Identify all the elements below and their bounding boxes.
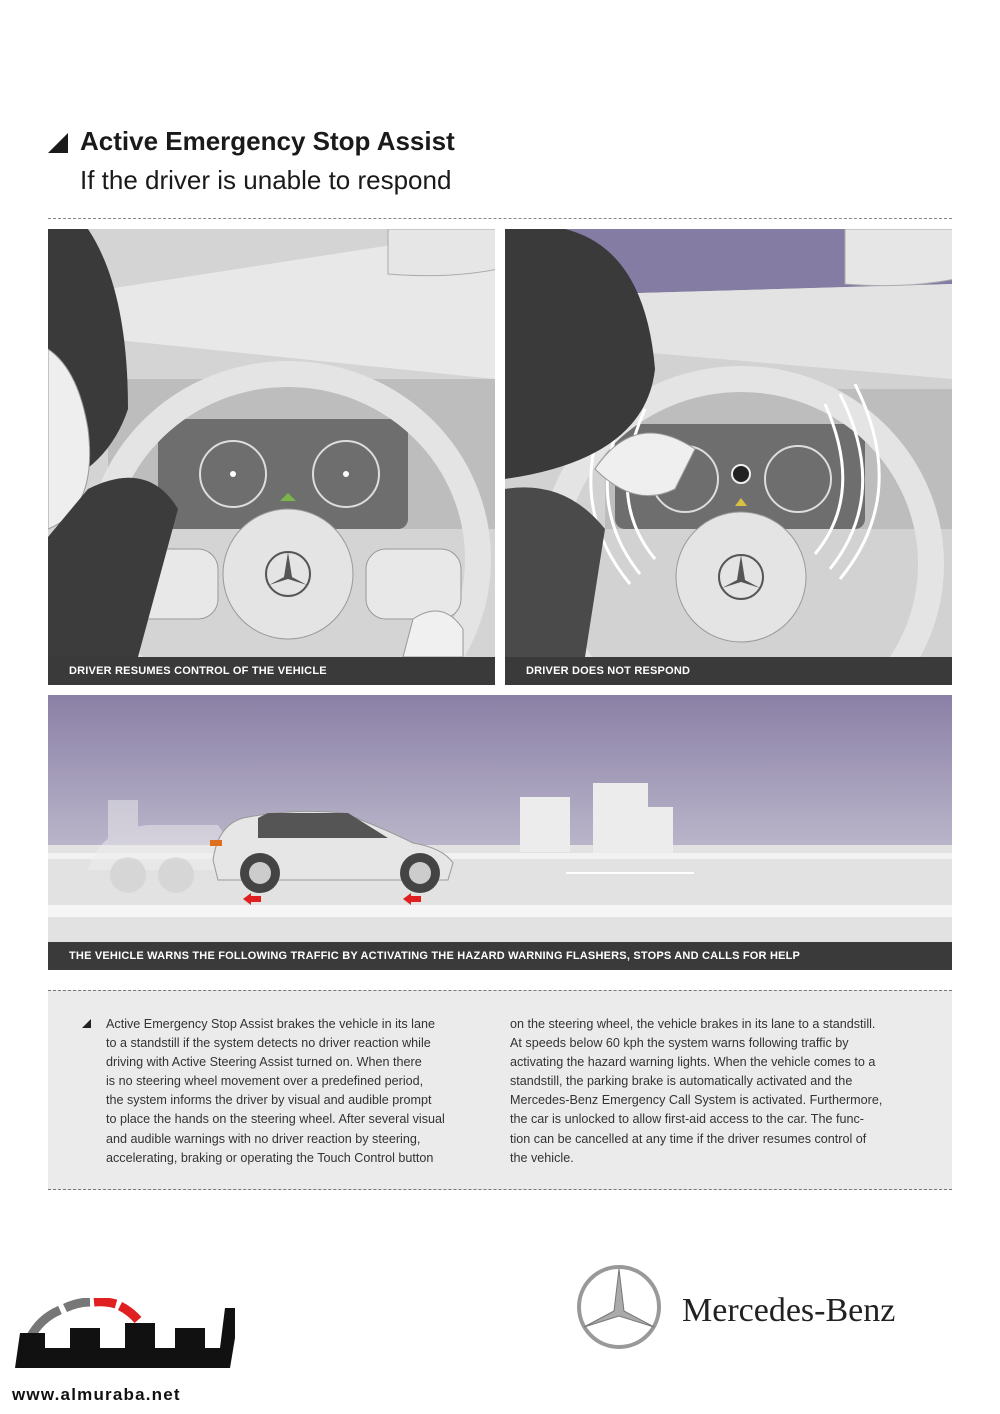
almuraba-logo — [10, 1297, 240, 1380]
illustration-driver-resumes — [48, 229, 495, 657]
description-box: Active Emergency Stop Assist brakes the … — [48, 990, 952, 1190]
page-subtitle: If the driver is unable to respond — [80, 165, 452, 195]
title-triangle-icon — [48, 133, 68, 153]
description-column-1: Active Emergency Stop Assist brakes the … — [106, 1017, 445, 1165]
almuraba-url: www.almuraba.net — [12, 1385, 181, 1404]
mercedes-benz-wordmark: Mercedes-Benz — [682, 1292, 896, 1329]
caption-vehicle-warns: THE VEHICLE WARNS THE FOLLOWING TRAFFIC … — [48, 942, 952, 970]
illustration-driver-not-responding — [505, 229, 952, 657]
caption-driver-not-responding: DRIVER DOES NOT RESPOND — [505, 657, 952, 685]
divider — [48, 218, 952, 219]
bullet-triangle-icon — [82, 1019, 91, 1028]
page-title: Active Emergency Stop Assist — [80, 126, 455, 156]
mercedes-star-icon — [576, 1264, 662, 1350]
description-column-2: on the steering wheel, the vehicle brake… — [510, 1017, 883, 1165]
caption-driver-resumes: DRIVER RESUMES CONTROL OF THE VEHICLE — [48, 657, 495, 685]
illustration-vehicle-stops — [48, 695, 952, 942]
